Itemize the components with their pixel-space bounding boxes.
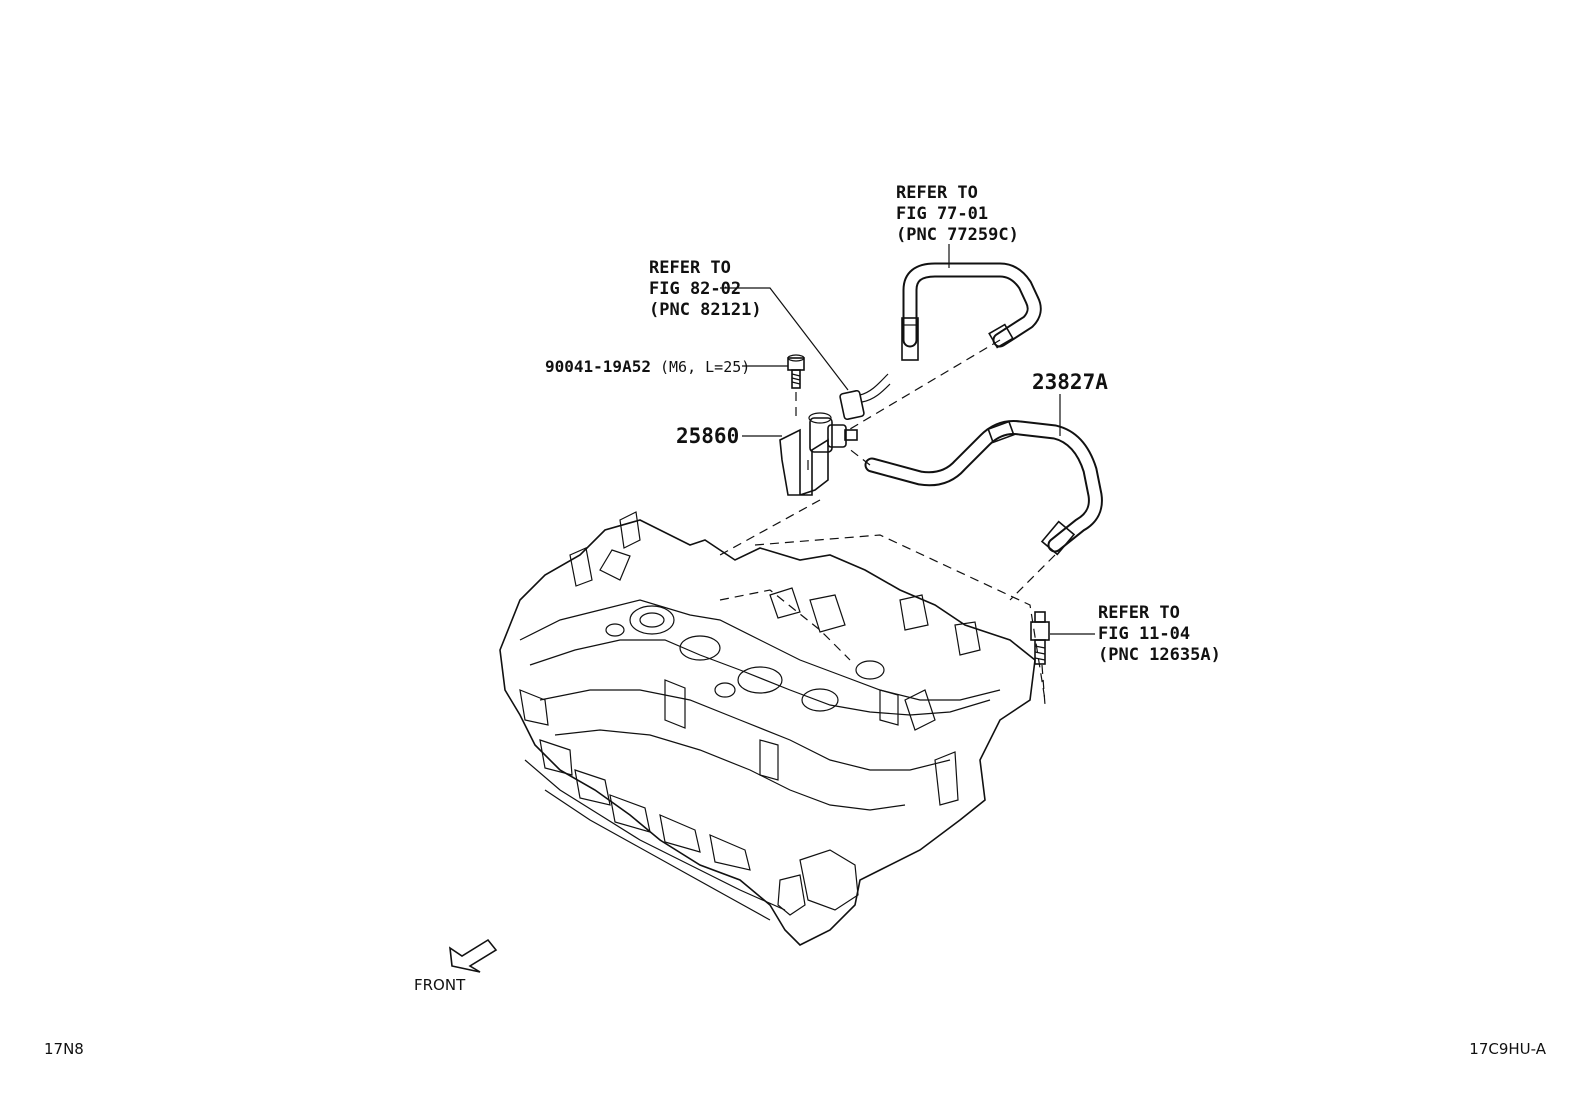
- assembly-dashed-lines: [719, 339, 1056, 706]
- cylinder-head-drawing: [499, 511, 1046, 946]
- bolt: [787, 354, 805, 420]
- bolt-spec: (M6, L=25): [660, 358, 750, 376]
- refer-11-04-line1: REFER TO: [1098, 603, 1180, 623]
- bolt-part-number: 90041-19A52: [545, 357, 651, 376]
- footer-right-code: 17C9HU-A: [1469, 1040, 1546, 1058]
- leader-lines: [720, 244, 1095, 635]
- refer-82-02-line1: REFER TO: [649, 258, 731, 278]
- valve-part-number: 25860: [676, 424, 739, 448]
- front-arrow-icon: [449, 938, 498, 973]
- front-label: FRONT: [414, 976, 466, 994]
- connector-plug: [839, 373, 891, 421]
- hose-77-01: [901, 262, 1042, 361]
- footer-left-code: 17N8: [44, 1040, 84, 1058]
- refer-11-04-line3: (PNC 12635A): [1098, 645, 1221, 665]
- refer-82-02-line2: FIG 82-02: [649, 279, 741, 299]
- refer-77-01-line3: (PNC 77259C): [896, 225, 1019, 245]
- hose-part-number: 23827A: [1032, 370, 1108, 394]
- refer-11-04-line2: FIG 11-04: [1098, 624, 1190, 644]
- refer-77-01-line1: REFER TO: [896, 183, 978, 203]
- hose-23827a: [864, 420, 1103, 556]
- vacuum-switching-valve: [779, 412, 858, 496]
- vacuum-sensor: [1030, 611, 1050, 665]
- refer-77-01-line2: FIG 77-01: [896, 204, 988, 224]
- refer-82-02-line3: (PNC 82121): [649, 300, 762, 320]
